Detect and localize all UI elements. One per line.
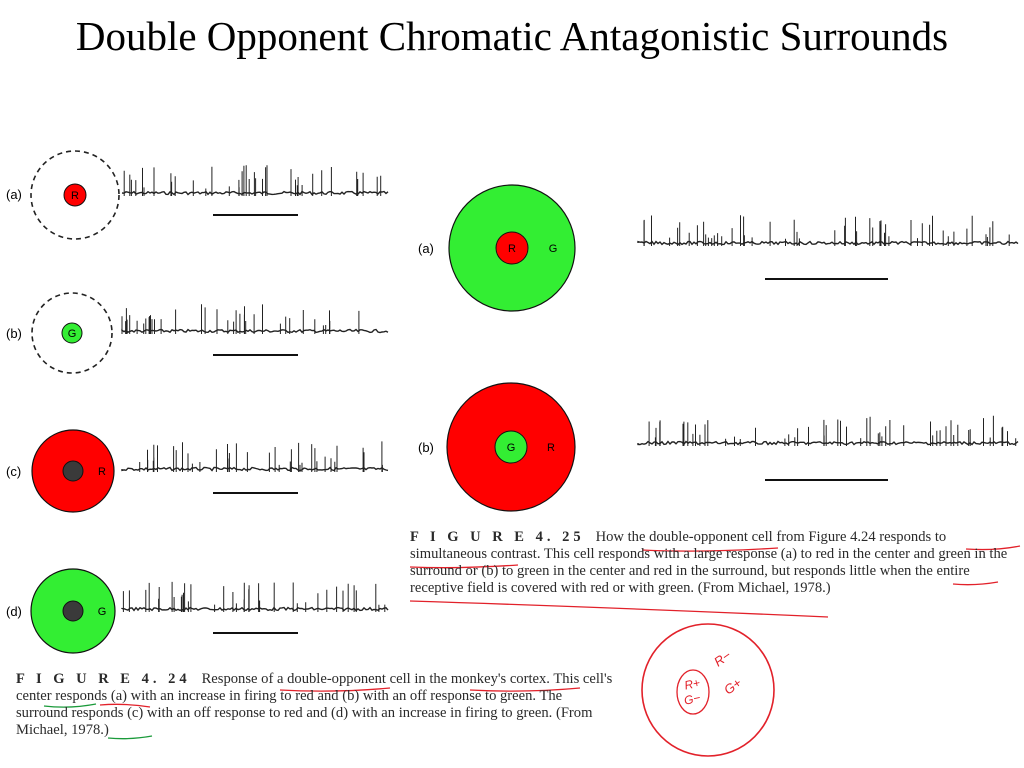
surround-label: G	[98, 606, 107, 618]
dashed-surround-ring	[30, 150, 120, 240]
red-underline-marks	[409, 545, 1021, 618]
trace-baseline	[121, 328, 389, 334]
figure-number: F I G U R E 4. 24	[16, 671, 191, 687]
underline-marks-fig24	[43, 687, 581, 740]
trace-spikes	[648, 415, 1017, 446]
note-text: G−	[683, 691, 702, 708]
caption-underlined: double-opponent cell	[649, 529, 773, 545]
underline	[965, 545, 1021, 551]
trace-baseline	[121, 190, 389, 196]
caption-underlined: surround	[16, 705, 68, 721]
caption-text: responds (c) with an off response to red…	[16, 705, 593, 738]
trace-baseline	[637, 240, 1019, 246]
dark-center-spot	[62, 600, 84, 622]
row-label-d: (d)	[6, 604, 22, 619]
row-label-b: (b)	[418, 440, 434, 455]
row-label-c: (c)	[6, 464, 21, 479]
caption-text: . (From Michael, 1978.)	[690, 580, 831, 596]
dashed-surround-ring	[31, 292, 113, 374]
note-inner-ring	[676, 669, 710, 715]
note-text: R+	[683, 676, 701, 693]
caption-text: responds (a) with an increase in firing …	[51, 688, 563, 704]
trace-spikes	[643, 215, 1010, 246]
caption-text: . This cell responds with a large respon…	[410, 546, 1008, 579]
spike-trace	[637, 415, 1019, 446]
trace-spikes	[139, 441, 383, 472]
caption-underlined: monkey's cortex.	[450, 671, 550, 687]
underline	[641, 547, 779, 552]
caption-underlined: simultaneous contrast	[410, 546, 537, 562]
center-label: R	[508, 243, 516, 255]
slide-title: Double Opponent Chromatic Antagonistic S…	[75, 13, 949, 59]
row-label-a: (a)	[418, 241, 434, 256]
caption-text: from Figure 4.24 responds to	[772, 529, 947, 545]
caption-underlined: little when the entire receptive field i…	[410, 563, 970, 596]
right-row-b: (b) G R	[418, 382, 1019, 512]
left-row-c: (c) R	[6, 429, 389, 513]
trace-baseline	[121, 466, 389, 472]
underline	[43, 703, 97, 708]
red-center-spot	[63, 183, 87, 207]
surround-label: R	[98, 466, 106, 478]
note-text: G+	[721, 675, 744, 698]
center-label: R	[71, 190, 79, 202]
underline	[279, 687, 391, 692]
center-label: G	[507, 442, 516, 454]
trace-spikes	[121, 304, 360, 334]
surround-label: G	[549, 243, 558, 255]
caption-text: in the	[410, 671, 451, 687]
left-row-d: (d) G	[6, 568, 389, 654]
center-label: G	[68, 328, 77, 340]
green-center-spot	[61, 322, 83, 344]
caption-underlined: center	[16, 688, 52, 704]
caption-text: This cell's	[549, 671, 613, 687]
right-row-a: (a) R G	[418, 184, 1019, 312]
handwritten-note: R+ G− R− G+	[641, 623, 775, 757]
figure-number: F I G U R E 4. 25	[410, 529, 585, 545]
note-ring	[641, 623, 775, 757]
spike-trace	[121, 165, 389, 196]
surround-label: R	[547, 442, 555, 454]
trace-spikes	[122, 581, 386, 612]
spike-trace	[121, 581, 389, 612]
dark-center-spot	[62, 460, 84, 482]
underline	[107, 735, 153, 740]
caption-underlined: double-opponent cell	[287, 671, 411, 687]
caption-text: How the	[595, 529, 650, 545]
green-center-spot	[494, 430, 528, 464]
row-label-a: (a)	[6, 187, 22, 202]
figure-4-24-caption: F I G U R E 4. 24 Response of a double-o…	[16, 671, 616, 739]
underline	[469, 687, 581, 692]
note-text: R−	[711, 647, 734, 669]
red-center-spot	[495, 231, 529, 265]
figure-4-25-caption: F I G U R E 4. 25 How the double-opponen…	[410, 529, 1022, 597]
underline	[409, 564, 519, 569]
caption-text: Response of a	[201, 671, 288, 687]
underline	[409, 600, 829, 618]
left-row-b: (b) G	[6, 292, 389, 374]
underline	[952, 581, 999, 586]
spike-trace	[121, 441, 389, 472]
underline	[99, 703, 151, 708]
left-row-a: (a) R	[6, 150, 389, 240]
trace-spikes	[123, 165, 382, 196]
row-label-b: (b)	[6, 326, 22, 341]
spike-trace	[121, 304, 389, 334]
spike-trace	[637, 215, 1019, 246]
